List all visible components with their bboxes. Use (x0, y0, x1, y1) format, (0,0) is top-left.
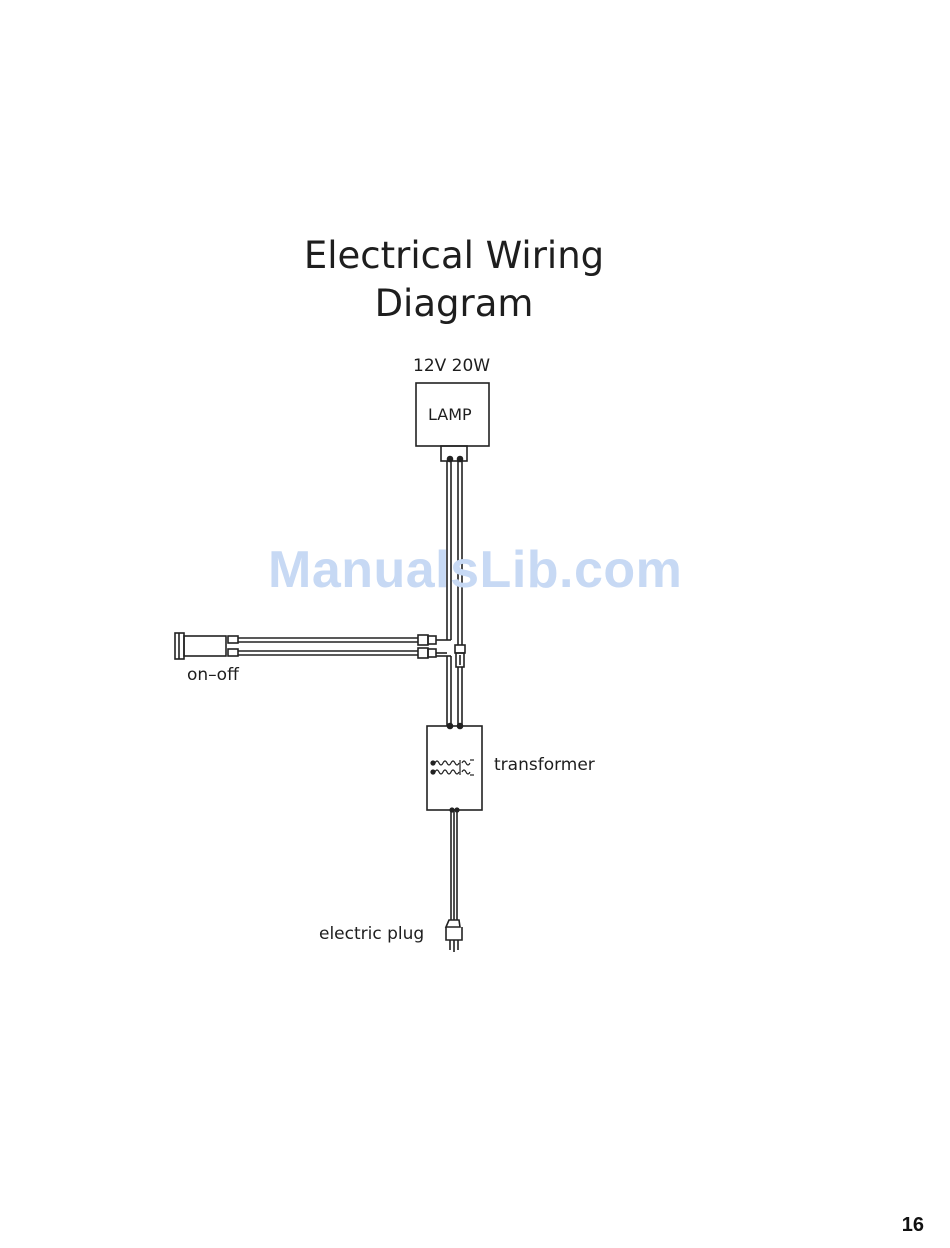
lamp-rating-label: 12V 20W (413, 356, 490, 376)
inline-connector (455, 645, 465, 667)
switch-wires (238, 638, 418, 655)
page-number: 16 (902, 1214, 924, 1237)
lamp-terminal-right (458, 457, 463, 462)
transformer-coil-icon (431, 760, 474, 775)
transformer-box (427, 726, 482, 810)
lamp-label: LAMP (428, 405, 472, 424)
plug-icon (446, 920, 462, 952)
plug-cord (451, 811, 457, 920)
lamp-terminal-left (448, 457, 453, 462)
transformer-label: transformer (494, 755, 595, 775)
plug-label: electric plug (319, 924, 424, 944)
junction-connectors (418, 635, 451, 658)
switch (175, 633, 238, 659)
switch-label: on–off (187, 665, 239, 685)
watermark: ManualsLib.com (268, 540, 682, 600)
